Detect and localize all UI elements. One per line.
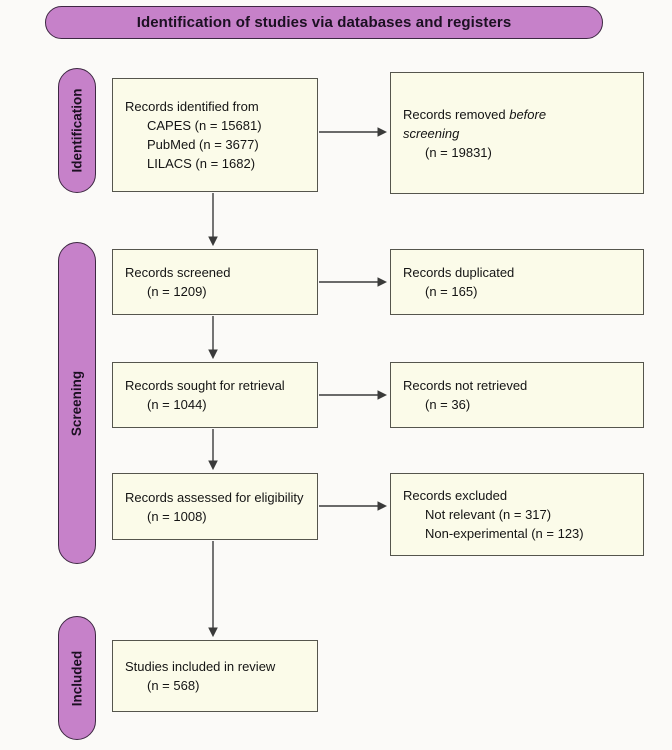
stage-pill-identification: Identification: [58, 68, 96, 193]
box-records-duplicated: Records duplicated (n = 165): [390, 249, 644, 315]
box-studies-included: Studies included in review (n = 568): [112, 640, 318, 712]
box-text-line: (n = 1008): [147, 508, 207, 524]
box-text-line: Records duplicated: [403, 265, 515, 280]
box-text-line: screening: [403, 125, 460, 141]
box-text-line: (n = 36): [425, 397, 471, 412]
box-text-line: (n = 165): [425, 284, 478, 299]
diagram-header: Identification of studies via databases …: [45, 6, 603, 39]
box-text-line: Records assessed for eligibility: [125, 489, 304, 505]
box-text-line: Records identified from: [125, 99, 259, 114]
box-text-line: Non-experimental (n = 123): [425, 526, 584, 541]
box-text-line: Records excluded: [403, 488, 508, 503]
stage-label-included: Included: [69, 650, 85, 706]
box-text-line: (n = 1044): [147, 397, 207, 412]
box-text-line: (n = 19831): [425, 144, 492, 160]
box-text-line: Records screened: [125, 265, 231, 280]
box-records-removed: Records removed before screening (n = 1983…: [390, 72, 644, 194]
box-records-screened: Records screened (n = 1209): [112, 249, 318, 315]
diagram-title: Identification of studies via databases …: [136, 14, 512, 31]
box-text-line: LILACS (n = 1682): [147, 156, 256, 171]
box-text-line: Records removed before: [403, 106, 547, 122]
stage-pill-screening: Screening: [58, 242, 96, 564]
box-records-assessed: Records assessed for eligibility (n = 100…: [112, 473, 318, 540]
stage-label-screening: Screening: [69, 370, 85, 436]
box-text-line: Studies included in review: [125, 659, 276, 674]
box-text-line: Not relevant (n = 317): [425, 507, 552, 522]
box-text-line: CAPES (n = 15681): [147, 118, 262, 133]
box-text-line: PubMed (n = 3677): [147, 137, 259, 152]
box-text-line: (n = 568): [147, 678, 200, 693]
box-records-sought: Records sought for retrieval (n = 1044): [112, 362, 318, 428]
stage-label-identification: Identification: [69, 88, 85, 173]
stage-pill-included: Included: [58, 616, 96, 740]
box-text-line: Records not retrieved: [403, 378, 528, 393]
box-text-line: (n = 1209): [147, 284, 207, 299]
box-records-not-retrieved: Records not retrieved (n = 36): [390, 362, 644, 428]
box-text-line: Records sought for retrieval: [125, 378, 285, 393]
